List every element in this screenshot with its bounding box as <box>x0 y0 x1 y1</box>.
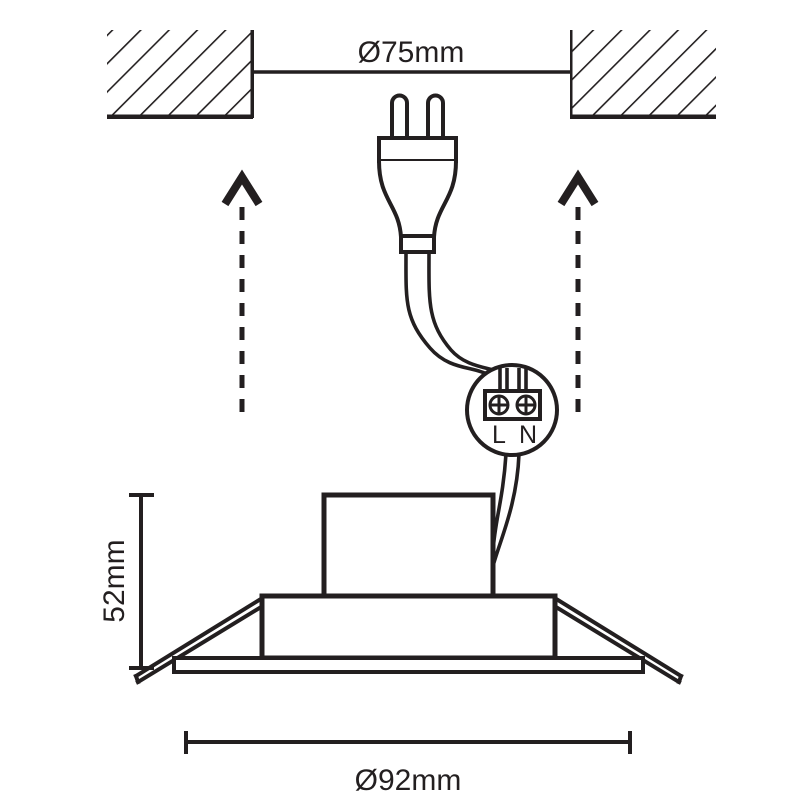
terminal-label-neutral: N <box>519 421 537 449</box>
spring-clip-right-edge-b <box>548 601 682 685</box>
arrow-head-left <box>221 169 263 207</box>
mask-right <box>717 0 800 180</box>
terminal-connector-body <box>483 389 542 421</box>
dimension-label-outer-diameter: Ø92mm <box>355 764 462 797</box>
dimension-body-height: 52mm <box>98 493 154 670</box>
plug-pin-right <box>426 93 445 140</box>
spring-clip-right-tip <box>676 673 684 685</box>
dimension-cutout-diameter: Ø75mm <box>253 36 570 74</box>
screw-terminal-live <box>488 394 510 416</box>
ceiling-hatch-right <box>570 30 716 118</box>
spring-clip-right-edge-a <box>550 594 684 679</box>
dimension-outer-diameter: Ø92mm <box>184 731 632 797</box>
downlight-bezel-ring <box>259 593 558 661</box>
arrow-head-right <box>557 169 599 207</box>
screw-terminal-neutral <box>515 394 537 416</box>
mains-plug <box>377 93 458 254</box>
downlight-housing-can <box>321 492 496 600</box>
mask-left <box>0 0 107 180</box>
spring-clip-left-edge-b <box>135 601 269 685</box>
dimension-label-body-height: 52mm <box>98 539 131 622</box>
downlight-trim-plate <box>172 656 645 674</box>
housing-can-outline <box>321 492 496 600</box>
plug-body-band <box>377 136 458 163</box>
plug-strain-relief <box>399 234 436 254</box>
cable-lower-edge-right <box>491 453 521 567</box>
terminal-connector-block: L N <box>465 363 559 457</box>
spring-clip-left-edge-a <box>133 594 267 679</box>
ceiling-section-left <box>107 30 256 120</box>
trim-plate-outline <box>172 656 645 674</box>
dimension-label-cutout-diameter: Ø75mm <box>358 36 465 69</box>
terminal-label-live: L <box>492 421 506 449</box>
spring-clip-right <box>548 594 684 685</box>
plug-pin-left <box>390 93 409 140</box>
ceiling-section-right <box>567 30 716 120</box>
bezel-outline <box>259 593 558 661</box>
spring-clip-left-tip <box>133 673 141 685</box>
spring-clip-direction-arrow-right <box>557 169 599 412</box>
spring-clip-left <box>133 594 269 685</box>
ceiling-hatch-left <box>107 30 253 118</box>
spring-clip-direction-arrow-left <box>221 169 263 412</box>
